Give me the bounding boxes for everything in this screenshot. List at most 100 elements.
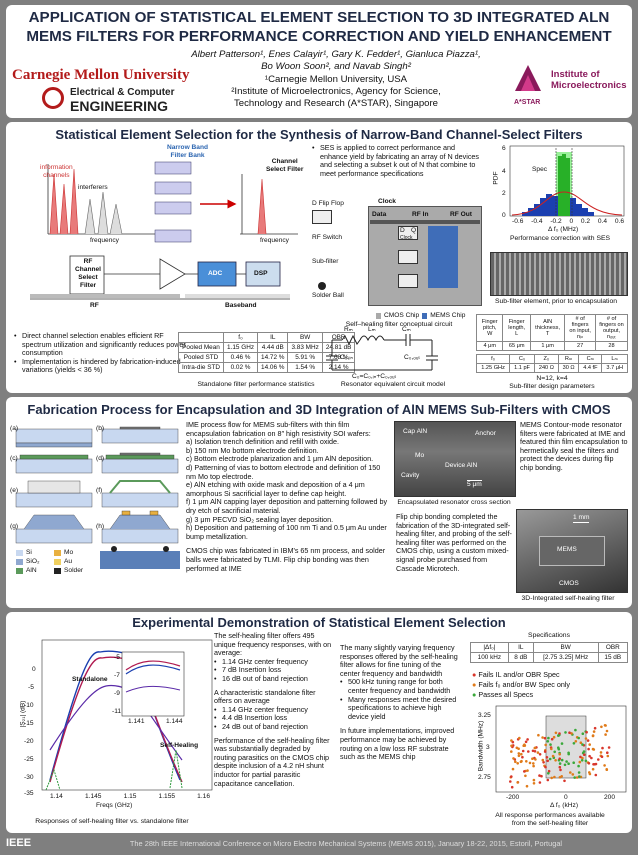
scatter-point [548, 757, 552, 761]
scatter-point [588, 743, 591, 746]
info2: channels [43, 172, 70, 179]
flop-clk: Clock [400, 235, 413, 241]
scatter-point [571, 773, 575, 776]
scatter-point [593, 726, 597, 730]
astar-logo-icon [511, 61, 545, 97]
rfout-label: RF Out [450, 211, 472, 218]
left-bullet-1: Direct channel selection enables efficie… [14, 331, 186, 358]
scatter-point [542, 761, 545, 764]
scatter-point [550, 776, 553, 780]
pdf-ytick: 6 [502, 145, 506, 152]
design-header: Cₘ [578, 354, 603, 364]
lm-label: Lₘ [368, 326, 376, 333]
scatter-point [532, 762, 535, 765]
ece-line2: ENGINEERING [70, 98, 169, 114]
col2-p2: In future implementations, improved perf… [340, 726, 455, 762]
scatter-point [550, 737, 554, 741]
scatter-ytick: 3.25 [478, 712, 491, 719]
design-cell: 4.4 fF [578, 363, 603, 373]
scatter-legend: ● Fails IL and/or OBR Spec ● Fails f₀ an… [472, 670, 571, 699]
scatter-point [591, 767, 595, 771]
ime-logo: Institute of Microelectronics [551, 69, 627, 91]
scatter-point [527, 750, 530, 753]
scatter-chart: Bandwidth (MHz) 3.25 3 2.75 -200 0 200 Δ… [470, 702, 630, 832]
scatter-point [606, 754, 610, 758]
data-label: Data [372, 211, 387, 218]
flop-q: Q [411, 227, 417, 234]
pdf-ses-bars [558, 154, 570, 216]
scatter-point [533, 750, 537, 753]
resonator-model: Rₘ Lₘ Cₘ C₀,ᵢₙ C₀,ₒᵤₜ C₀=C₀,ᵢₙ+C₀,ₒᵤₜ [322, 326, 472, 392]
scatter-point [574, 728, 577, 732]
step-a-label: (a) [10, 425, 19, 432]
scatter-point [511, 767, 515, 771]
ime-line2: Microelectronics [551, 80, 627, 91]
sem-anchor: Anchor [475, 430, 496, 437]
stats-cell: Pooled STD [177, 352, 225, 363]
design-caption: Sub-filter design parameters [509, 383, 595, 390]
col2-bullet: 500 kHz tuning range for both center fre… [340, 678, 462, 695]
scatter-point [517, 747, 520, 750]
c0out-label: C₀,ₒᵤₜ [404, 354, 421, 361]
col1-bullet: 16 dB out of band rejection [214, 674, 334, 684]
scatter-point [559, 768, 562, 772]
response-chart: |S₂₁| (dB) 0 -5 -10 -15 -20 -25 -30 -35 … [10, 630, 214, 832]
scatter-point [538, 753, 542, 756]
rm-label: Rₘ [344, 326, 353, 333]
scatter-point [532, 764, 535, 768]
contour-text: MEMS Contour-mode resonator filters were… [520, 420, 628, 472]
scatter-point [520, 752, 523, 756]
scatter-point [531, 749, 535, 753]
scatter-point [564, 731, 567, 734]
chip-legend: CMOS Chip MEMS Chip [376, 312, 465, 320]
scatter-point [591, 747, 595, 751]
scatter-point [554, 759, 557, 762]
chip-scalebar: 1 mm [573, 514, 590, 523]
resp-xlabel: Freqs (GHz) [96, 802, 133, 809]
scatter-point [581, 732, 585, 735]
scatter-point [588, 754, 591, 758]
channel2: Select Filter [266, 166, 304, 173]
standalone-label: Standalone [72, 676, 108, 683]
scatter-point [533, 746, 537, 750]
scatter-point [558, 752, 561, 756]
scatter-point [544, 743, 547, 747]
step-d-label: (d) [96, 455, 105, 462]
scatter-point [514, 760, 517, 764]
scatter-point [572, 742, 576, 745]
pdf-xtick: 0.4 [597, 218, 608, 225]
resp-ytick: -10 [24, 702, 34, 709]
sem-device-aln: Device AlN [445, 462, 478, 469]
col2-p1: The many slightly varying frequency resp… [340, 643, 458, 678]
results-column-2: The many slightly varying frequency resp… [340, 643, 462, 762]
pdf-xlabel: Δ f₀ (MHz) [548, 226, 579, 233]
scatter-point [544, 765, 547, 769]
narrow2: Filter Bank [170, 152, 205, 159]
scatter-point [577, 764, 580, 768]
design-header: Finger pitch, W [475, 314, 504, 342]
scatter-point [574, 740, 578, 743]
section1-title: Statistical Element Selection for the Sy… [55, 127, 583, 142]
astar-text: A*STAR [514, 99, 541, 106]
scatter-point [553, 750, 556, 754]
scatter-point [560, 758, 564, 762]
scatter-point [547, 736, 550, 740]
scatter-point [541, 736, 544, 739]
pdf-ytick: 4 [502, 168, 506, 175]
scatter-point [597, 758, 600, 761]
spec-header: OBR [597, 642, 629, 653]
pdf-chart-svg [509, 145, 625, 217]
spec-cell: 15 dB [597, 652, 629, 663]
design-cell: 240 Ω [533, 363, 559, 373]
conceptual-circuit: D Flip Flop Clock Data RF In RF Out RF S… [312, 196, 486, 312]
inset-ytick: -11 [112, 708, 122, 715]
scatter-point [605, 729, 609, 733]
stats-cell: 3.83 MHz [287, 342, 323, 353]
design-header: f₀ [475, 354, 511, 364]
stats-header [177, 332, 225, 343]
pdf-ytick: 0 [502, 212, 506, 219]
